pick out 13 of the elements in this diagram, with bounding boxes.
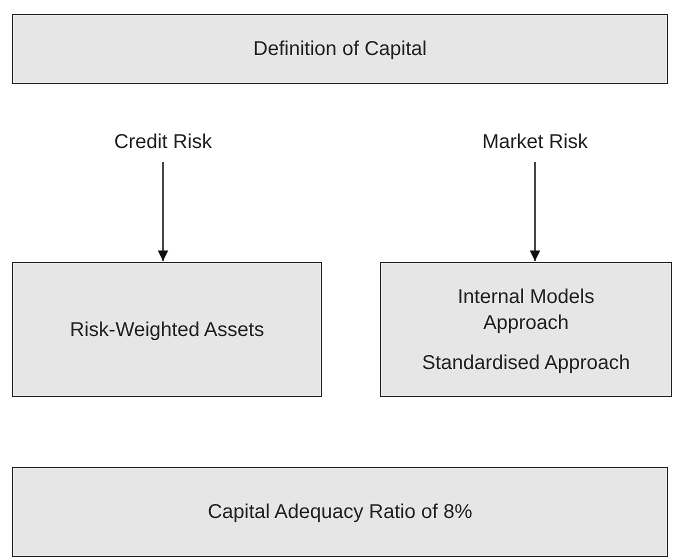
box-text: Internal Models Approach: [456, 284, 596, 336]
box-text: Definition of Capital: [253, 37, 427, 62]
ratio-box: [12, 467, 668, 557]
box-text: Risk-Weighted Assets: [70, 318, 264, 342]
box-text: Standardised Approach: [422, 350, 630, 376]
risk-label: Credit Risk: [114, 130, 212, 155]
box-text: Capital Adequacy Ratio of 8%: [208, 500, 472, 525]
assets-box: [12, 262, 322, 397]
definition-box: [12, 14, 668, 84]
risk-label: Market Risk: [482, 130, 588, 155]
approach-box: [380, 262, 672, 397]
arrow: [158, 162, 168, 261]
arrow: [530, 162, 540, 261]
